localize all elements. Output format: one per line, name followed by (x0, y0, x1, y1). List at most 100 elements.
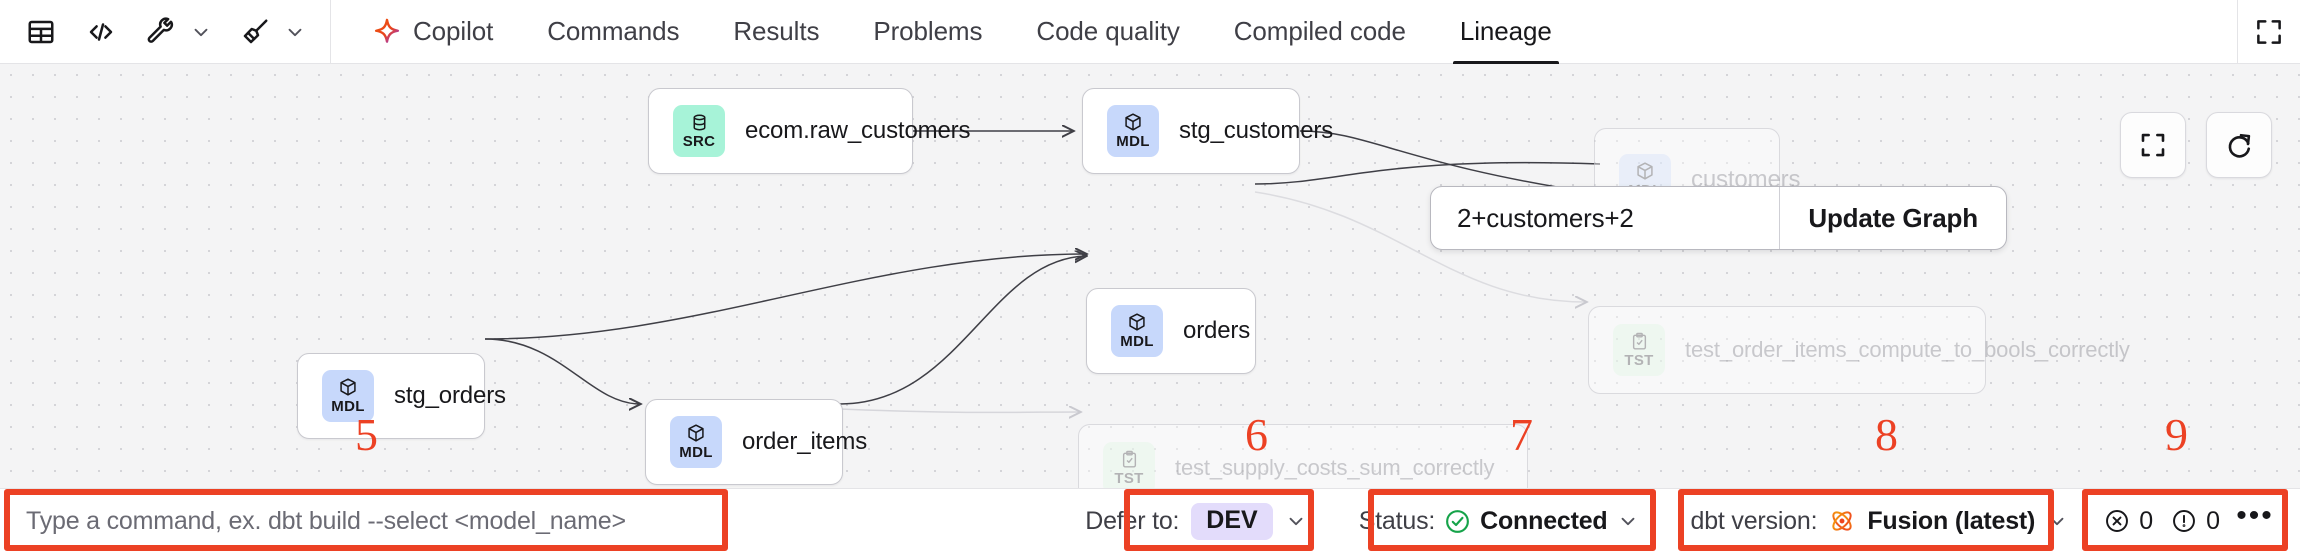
node-label: test_order_items_compute_to_bools_correc… (1685, 337, 2130, 363)
cube-icon (1635, 161, 1655, 181)
tools-menu[interactable] (138, 9, 218, 55)
warning-count-value: 0 (2206, 506, 2220, 535)
tab-lineage[interactable]: Lineage (1433, 0, 1579, 64)
update-graph-button[interactable]: Update Graph (1808, 202, 1978, 233)
graph-bar-divider (1779, 187, 1781, 249)
wrench-icon[interactable] (138, 9, 184, 55)
model-badge: MDL (1107, 105, 1159, 157)
lineage-edges (484, 64, 1601, 488)
lineage-canvas[interactable]: SRC ecom.raw_customers MDL stg_customers (0, 64, 2300, 488)
tab-code-quality[interactable]: Code quality (1009, 0, 1206, 64)
database-icon (690, 113, 709, 132)
expand-fullscreen-icon[interactable] (2238, 0, 2300, 64)
node-label: order_items (742, 428, 868, 455)
model-badge: MDL (322, 370, 374, 422)
topbar-right-group (2237, 0, 2300, 64)
badge-label: TST (1624, 351, 1654, 369)
lineage-node-test-supply-costs[interactable]: TST test_supply_costs_sum_correctly (1078, 424, 1528, 488)
command-input[interactable] (14, 497, 724, 545)
toolbar-divider (330, 0, 331, 64)
badge-label: TST (1114, 469, 1144, 487)
table-icon[interactable] (18, 9, 64, 55)
badge-label: MDL (331, 398, 365, 415)
warning-count[interactable]: 0 (2167, 507, 2224, 536)
cube-icon (1127, 312, 1147, 332)
defer-to-value: DEV (1191, 502, 1273, 540)
status-label: Status: (1358, 506, 1436, 535)
status-bar: Defer to: DEV Status: Connected (0, 488, 2300, 552)
more-options-icon[interactable]: ••• (2236, 499, 2274, 532)
format-menu[interactable] (232, 9, 312, 55)
error-count-value: 0 (2139, 506, 2154, 535)
tab-label: Compiled code (1233, 16, 1406, 46)
badge-label: MDL (1120, 333, 1154, 350)
clipboard-check-icon (1120, 450, 1139, 469)
dbt-version-selector[interactable]: dbt version: Fusion (latest) (1673, 497, 2087, 545)
refresh-graph-button[interactable] (2206, 112, 2272, 178)
chevron-down-icon (1617, 510, 1639, 532)
graph-update-bar: 2+customers+2 Update Graph (1430, 186, 2007, 250)
lineage-node-stg-customers[interactable]: MDL stg_customers (1082, 88, 1333, 174)
connection-status-selector[interactable]: Status: Connected (1341, 497, 1657, 545)
defer-to-label: Defer to: (1085, 506, 1180, 535)
badge-label: MDL (1116, 133, 1150, 150)
cube-icon (338, 377, 358, 397)
node-label: stg_orders (394, 382, 506, 409)
tab-bar: Copilot Commands Results Problems Code q… (345, 0, 2237, 64)
tab-compiled-code[interactable]: Compiled code (1207, 0, 1433, 64)
model-badge: MDL (1111, 305, 1163, 357)
source-badge: SRC (673, 105, 725, 157)
tab-label: Commands (547, 16, 680, 46)
fit-to-screen-button[interactable] (2120, 112, 2186, 178)
clipboard-check-icon (1630, 332, 1649, 351)
graph-selector-input[interactable]: 2+customers+2 (1457, 202, 1634, 233)
tab-label: Results (733, 16, 820, 46)
chevron-down-icon[interactable] (278, 9, 312, 55)
error-count[interactable]: 0 (2100, 507, 2157, 536)
node-label: ecom.raw_customers (745, 117, 971, 144)
tab-label: Code quality (1036, 16, 1180, 46)
warning-circle-icon (2171, 508, 2197, 534)
chevron-down-icon[interactable] (184, 9, 218, 55)
check-circle-icon (1444, 508, 1471, 535)
chevron-down-icon (2046, 510, 2068, 532)
code-icon[interactable] (78, 9, 124, 55)
defer-to-selector[interactable]: Defer to: DEV (1067, 497, 1324, 545)
tab-copilot[interactable]: Copilot (345, 0, 520, 64)
chevron-down-icon (1285, 510, 1307, 532)
node-label: orders (1183, 317, 1251, 344)
badge-label: SRC (682, 132, 716, 150)
fusion-atom-icon (1828, 507, 1856, 535)
test-badge: TST (1613, 324, 1665, 376)
node-label: test_supply_costs_sum_correctly (1175, 455, 1495, 481)
command-input-wrapper (14, 497, 724, 545)
badge-label: MDL (679, 444, 713, 461)
lineage-node-orders[interactable]: MDL orders (1086, 288, 1256, 374)
tab-label: Copilot (413, 16, 494, 46)
topbar-right-divider (2237, 0, 2238, 64)
graph-controls (2120, 112, 2272, 178)
error-circle-icon (2104, 508, 2130, 534)
lineage-node-stg-orders[interactable]: MDL stg_orders (297, 353, 506, 439)
status-value: Connected (1480, 506, 1608, 535)
tab-label: Lineage (1459, 16, 1552, 46)
test-badge: TST (1103, 442, 1155, 488)
lineage-node-order-items[interactable]: MDL order_items (645, 399, 867, 485)
dbt-version-label: dbt version: (1690, 506, 1818, 535)
tab-commands[interactable]: Commands (520, 0, 706, 64)
problem-counts: 0 0 (2100, 507, 2224, 536)
dbt-version-value: Fusion (latest) (1867, 506, 2036, 535)
cube-icon (686, 423, 706, 443)
lineage-node-test-order-items[interactable]: TST test_order_items_compute_to_bools_co… (1588, 306, 2130, 394)
lineage-node-raw-customers[interactable]: SRC ecom.raw_customers (648, 88, 971, 174)
editor-tool-group (0, 0, 312, 64)
top-toolbar: Copilot Commands Results Problems Code q… (0, 0, 2300, 64)
tab-results[interactable]: Results (706, 0, 846, 64)
broom-icon[interactable] (232, 9, 278, 55)
tab-problems[interactable]: Problems (846, 0, 1009, 64)
cube-icon (1123, 112, 1143, 132)
node-label: stg_customers (1179, 117, 1334, 144)
tab-label: Problems (873, 16, 983, 46)
status-bar-right: Defer to: DEV Status: Connected (1067, 489, 2300, 552)
